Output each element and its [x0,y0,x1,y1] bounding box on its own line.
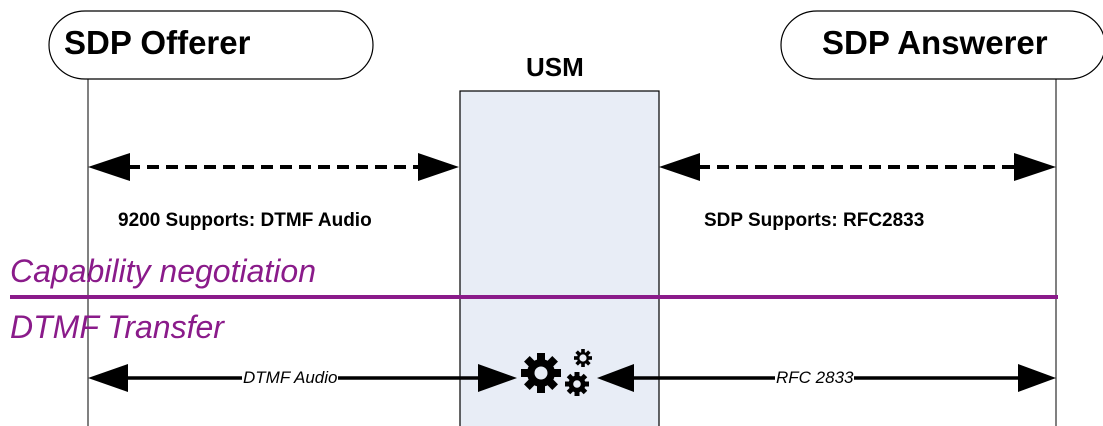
dtmf-audio-arrow-label: DTMF Audio [242,368,339,388]
offerer-usm-dashed-arrow [88,153,459,181]
usm-answerer-dashed-arrow [659,153,1056,181]
answerer-box [780,10,1103,80]
offerer-label: SDP Offerer [64,24,251,61]
phase-negotiation-label: Capability negotiation [10,253,316,289]
answerer-label: SDP Answerer [822,24,1048,61]
rfc2833-arrow-label: RFC 2833 [775,368,855,388]
offerer-box [48,10,374,80]
phase-transfer-label: DTMF Transfer [10,309,224,345]
offerer-capability-label: 9200 Supports: DTMF Audio [118,210,372,231]
gears-icon [521,349,592,396]
usm-label: USM [526,52,584,82]
answerer-capability-label: SDP Supports: RFC2833 [704,210,925,231]
